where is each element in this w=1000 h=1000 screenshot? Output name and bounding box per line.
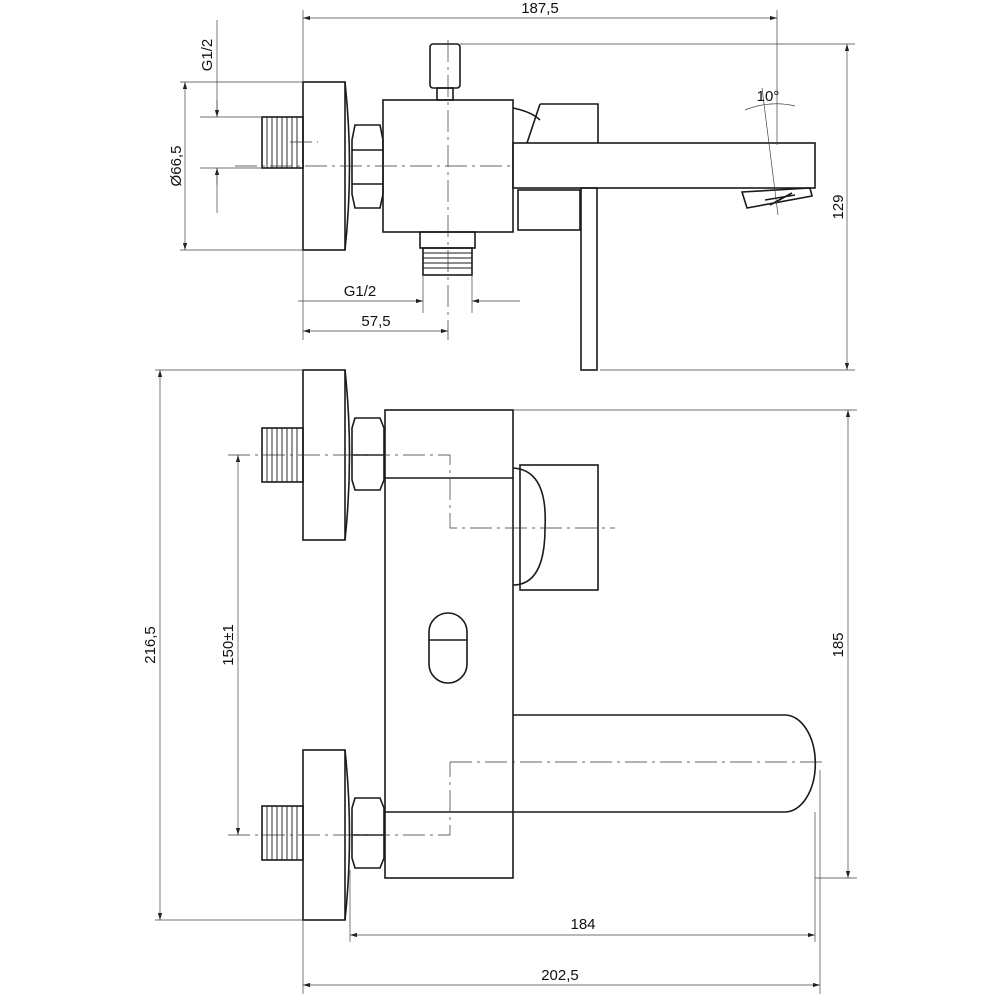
dim-outlet-offset: 57,5 (361, 313, 390, 330)
dim-spout-reach: 184 (570, 916, 595, 933)
aerator (740, 187, 813, 209)
spout (512, 142, 816, 189)
dim-flange-diameter: Ø66,5 (168, 146, 185, 187)
dim-overall-length: 187,5 (521, 0, 559, 17)
front-handle (519, 464, 599, 591)
handle-base (517, 189, 581, 231)
lower-nut (351, 797, 385, 869)
inlet-thread (261, 116, 304, 169)
handle-top (526, 103, 599, 144)
lever (580, 187, 598, 371)
dim-inlet-spacing: 150±1 (220, 624, 237, 666)
dim-total-depth: 202,5 (541, 967, 579, 984)
dim-spout-angle: 10° (757, 88, 780, 105)
hex-nut (351, 124, 384, 209)
front-body (384, 409, 514, 879)
dim-thread-bottom: G1/2 (344, 283, 377, 300)
dim-body-height: 185 (830, 632, 847, 657)
front-view: 216,5 150±1 185 184 202,5 (142, 369, 857, 994)
upper-nut (351, 417, 385, 491)
top-view: 187,5 Ø66,5 G1/2 G1/2 57,5 129 10° (168, 0, 855, 371)
knob-stem (436, 87, 454, 101)
lower-thread (261, 805, 304, 861)
bottom-outlet (419, 231, 476, 249)
dim-total-height: 216,5 (142, 626, 159, 664)
front-spout (513, 714, 817, 813)
dim-thread-left: G1/2 (199, 39, 216, 72)
diverter-knob (429, 43, 461, 89)
diverter-slot (428, 612, 468, 684)
handle-arc (512, 107, 541, 121)
dim-height: 129 (830, 194, 847, 219)
outlet-thread (422, 247, 473, 276)
